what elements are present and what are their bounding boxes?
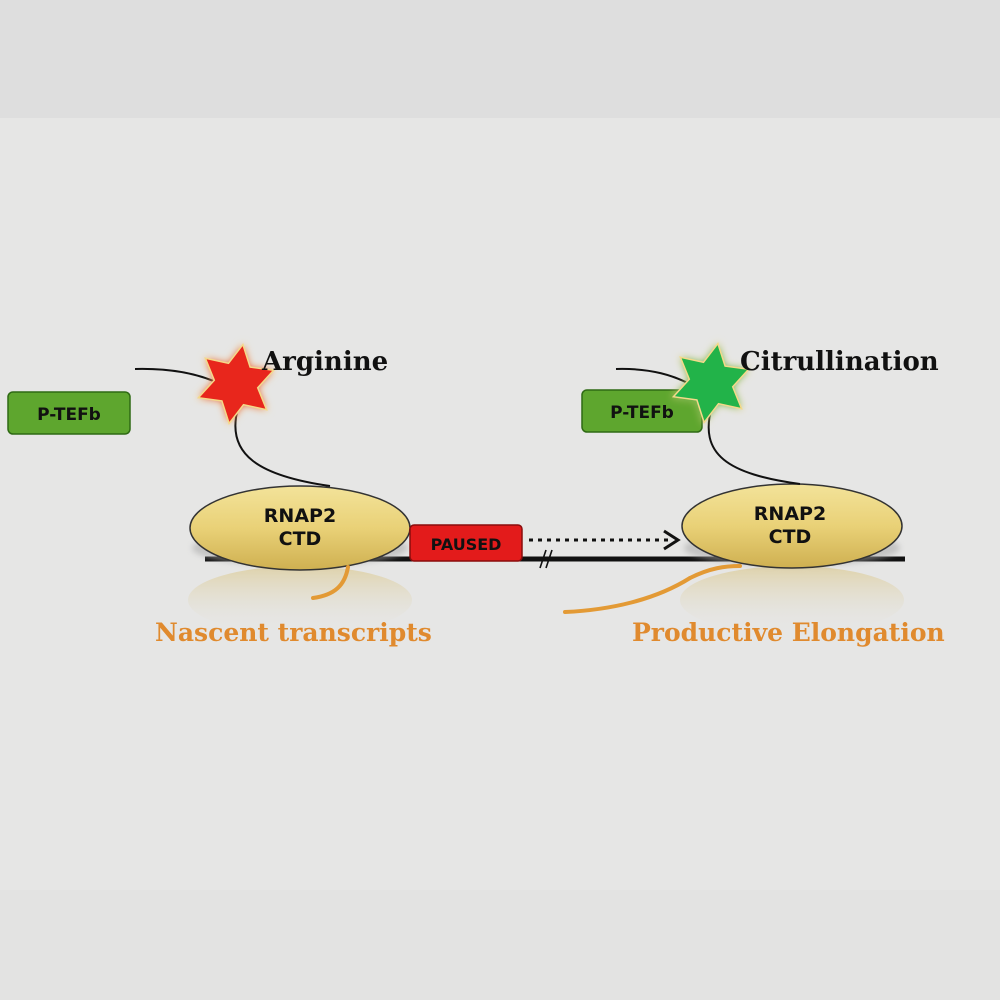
dna-break-mark xyxy=(539,549,553,569)
citrullination-label: Citrullination xyxy=(740,347,939,377)
left-rnap-label-2: CTD xyxy=(279,528,322,550)
right-rnap-label-2: CTD xyxy=(769,526,812,548)
left-ctd-tail-lower xyxy=(234,407,331,487)
left-ptefb-box xyxy=(7,391,131,435)
bottom-band xyxy=(0,890,1000,1000)
productive-elongation-label: Productive Elongation xyxy=(632,618,945,647)
dotted-arrow-icon xyxy=(529,529,681,551)
right-ctd-tail-lower xyxy=(707,405,801,485)
left-nascent-transcript xyxy=(311,565,350,600)
right-rnap-reflection xyxy=(680,566,904,634)
top-band xyxy=(0,0,1000,118)
right-transcript-inner xyxy=(688,564,742,580)
right-rnap-label-1: RNAP2 xyxy=(754,503,826,525)
paused-box xyxy=(409,524,523,562)
left-rnap-label-1: RNAP2 xyxy=(264,505,336,527)
left-rnap-reflection xyxy=(188,566,412,634)
left-ptefb-label: P-TEFb xyxy=(37,405,101,425)
right-transcript-outer xyxy=(563,576,692,614)
right-rnap-ellipse xyxy=(681,483,903,569)
arginine-label: Arginine xyxy=(261,347,388,377)
nascent-transcripts-label: Nascent transcripts xyxy=(155,618,432,647)
paused-label: PAUSED xyxy=(431,535,502,554)
right-ptefb-label: P-TEFb xyxy=(610,403,674,423)
red-hexagram-star-icon xyxy=(196,343,276,425)
green-hexagram-star-icon xyxy=(671,342,751,424)
